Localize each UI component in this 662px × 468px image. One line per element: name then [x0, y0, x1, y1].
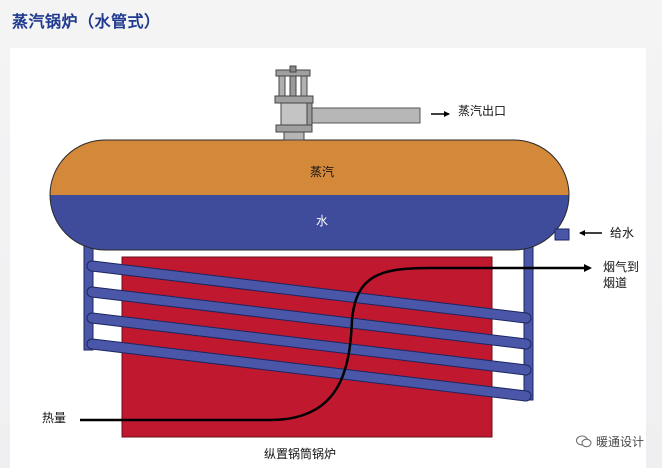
steam-drum — [49, 139, 570, 251]
steam-label: 蒸汽 — [310, 165, 335, 179]
valve-icon — [274, 65, 314, 141]
watermark-text: 暖通设计 — [595, 435, 644, 449]
feed-water-label: 给水 — [610, 226, 635, 240]
flue-gas-label-line2: 烟道 — [603, 276, 628, 290]
steam-outlet-label: 蒸汽出口 — [458, 104, 507, 118]
heat-label: 热量 — [42, 411, 67, 425]
water-tubes — [86, 260, 532, 402]
water-label: 水 — [316, 214, 329, 228]
feed-water-inlet — [554, 228, 570, 241]
watermark: 暖通设计 — [575, 433, 644, 450]
steam-outlet-pipe — [304, 101, 421, 130]
page-title: 蒸汽锅炉（水管式） — [12, 12, 161, 31]
flue-gas-label-line1: 烟气到 — [603, 260, 640, 274]
chat-bubble-icon — [575, 435, 592, 448]
diagram-caption: 纵置锅筒锅炉 — [264, 447, 337, 461]
heat-flow-arrow — [80, 264, 592, 422]
